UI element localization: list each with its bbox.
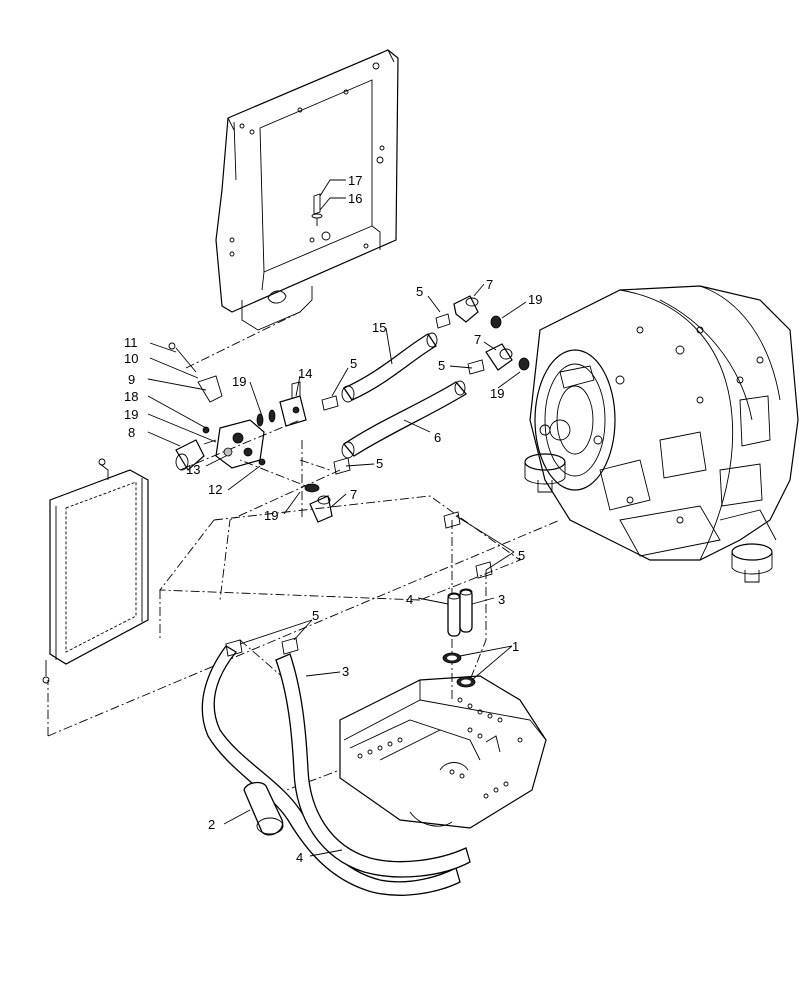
callout-12: 12 [208,482,222,497]
o-ring-seals [442,652,476,688]
callout-5: 5 [350,356,357,371]
hose-3-long [275,653,471,878]
o-ring-19-set [256,315,530,493]
callout-7: 7 [350,487,357,502]
assembly-centerlines [47,311,561,801]
callout-2: 2 [208,817,215,832]
callout-18: 18 [124,389,138,404]
callout-5: 5 [416,284,423,299]
hose-connectors-5 [225,313,493,657]
hydraulic-tank [339,675,547,829]
callout-19: 19 [528,292,542,307]
callout-16: 16 [348,191,362,206]
oil-cooler [42,458,149,684]
callout-labels: 17 16 5 7 19 15 7 5 19 11 10 9 14 5 19 1… [124,173,542,865]
callout-4: 4 [406,592,413,607]
callout-leaders [147,179,527,857]
callout-5: 5 [518,548,525,563]
callout-7: 7 [486,277,493,292]
callout-19: 19 [232,374,246,389]
tube-segment-3 [459,588,473,633]
callout-5: 5 [376,456,383,471]
callout-1: 1 [512,639,519,654]
callout-4: 4 [296,850,303,865]
callout-19: 19 [264,508,278,523]
hose-4-long [201,645,461,896]
elbow-fitting-upper [453,295,479,323]
callout-6: 6 [434,430,441,445]
callout-15: 15 [372,320,386,335]
callout-5: 5 [312,608,319,623]
hose-6 [341,380,467,459]
callout-9: 9 [128,372,135,387]
callout-17: 17 [348,173,362,188]
callout-19: 19 [124,407,138,422]
transmission-assembly [524,285,799,583]
elbow-fitting-lower [309,495,333,523]
callout-19: 19 [490,386,504,401]
callout-8: 8 [128,425,135,440]
elbow-fitting-middle [485,343,513,371]
callout-14: 14 [298,366,312,381]
valve-block-assembly [168,342,266,471]
callout-11: 11 [124,335,138,350]
tube-segment-4 [447,592,461,637]
hose-15 [341,332,438,403]
radiator-frame-bracket [215,49,399,331]
bolt-and-washer [311,193,323,226]
callout-7: 7 [474,332,481,347]
hose-2-sleeve [243,781,284,836]
callout-10: 10 [124,351,138,366]
callout-3: 3 [498,592,505,607]
callout-3: 3 [342,664,349,679]
callout-13: 13 [186,462,200,477]
callout-5: 5 [438,358,445,373]
tee-fitting-14 [268,381,307,427]
